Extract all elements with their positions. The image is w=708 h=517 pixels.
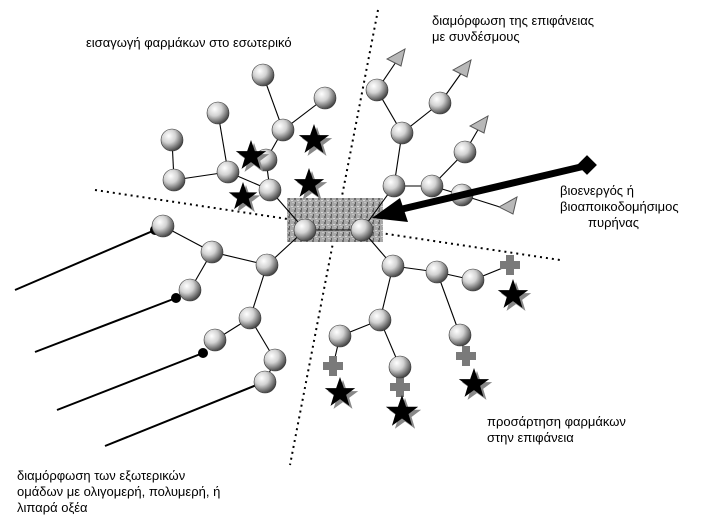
fatty-acid-chain: [56, 352, 204, 411]
dendrimer-node: [255, 253, 279, 277]
ligand-triangle: [497, 196, 518, 215]
dendrimer-node: [313, 86, 337, 110]
dendrimer-node: [448, 323, 472, 347]
dendrimer-node: [293, 218, 317, 242]
dendrimer-node: [381, 254, 405, 278]
dendrimer-node: [160, 128, 184, 152]
linker-cross: [500, 255, 520, 275]
dendrimer-node: [258, 178, 282, 202]
dendrimer-node: [251, 63, 275, 87]
core-arrow-shaft: [397, 162, 586, 214]
dendrimer-nodes: [151, 63, 485, 394]
dendrimer-node: [328, 324, 352, 348]
surface-ligand-label: διαμόρφωση της επιφάνειας με συνδέσμους: [432, 13, 595, 44]
dendrimer-node: [453, 140, 477, 164]
dendrimer-node: [271, 118, 295, 142]
dendrimer-node: [365, 78, 389, 102]
dendrimer-node: [425, 260, 449, 284]
ligand-triangle: [451, 59, 472, 78]
linker-cross: [456, 346, 476, 366]
dendrimer-node: [428, 91, 452, 115]
fatty-acid-chain: [14, 229, 156, 291]
dendrimer-node: [382, 174, 406, 198]
fatty-acid-chains: [14, 225, 269, 447]
exterior-group-label: διαμόρφωση των εξωτερικών ομάδων με ολιγ…: [17, 468, 221, 515]
dendrimer-node: [203, 328, 227, 352]
dendrimer-node: [390, 121, 414, 145]
chain-end-dot: [171, 293, 181, 303]
ligand-triangle: [385, 48, 406, 67]
dendrimer-node: [162, 168, 186, 192]
fatty-acid-chain: [104, 381, 265, 447]
dendrimer-node: [151, 214, 175, 238]
ligand-triangle: [468, 115, 489, 134]
dendrimer-node: [350, 218, 374, 242]
dendrimer-node: [388, 355, 412, 379]
interior-drug-label: εισαγωγή φαρμάκων στο εσωτερικό: [86, 35, 292, 50]
dendrimer-node: [368, 308, 392, 332]
core-arrow-diamond: [577, 155, 597, 175]
dendrimer-node: [200, 240, 224, 264]
dendrimer-node: [178, 278, 202, 302]
linker-cross: [323, 356, 343, 376]
surface-drug-label: προσάρτηση φαρμάκων στην επιφάνεια: [487, 414, 626, 445]
dendrimer-node: [206, 101, 230, 125]
linker-crosses: [323, 255, 520, 397]
dendrimer-node: [253, 370, 277, 394]
ligand-triangles: [385, 48, 518, 215]
core-label: βιοενεργός ή βιοαποικοδομήσιμος πυρήνας: [560, 183, 679, 230]
dendrimer-node: [238, 306, 262, 330]
fatty-acid-chain: [34, 297, 177, 353]
dendrimer-node: [216, 160, 240, 184]
dendrimer-node: [420, 174, 444, 198]
core-arrow-head: [372, 198, 408, 222]
linker-cross: [390, 377, 410, 397]
dendrimer-node: [263, 348, 287, 372]
chain-end-dot: [198, 348, 208, 358]
dendrimer-node: [461, 268, 485, 292]
